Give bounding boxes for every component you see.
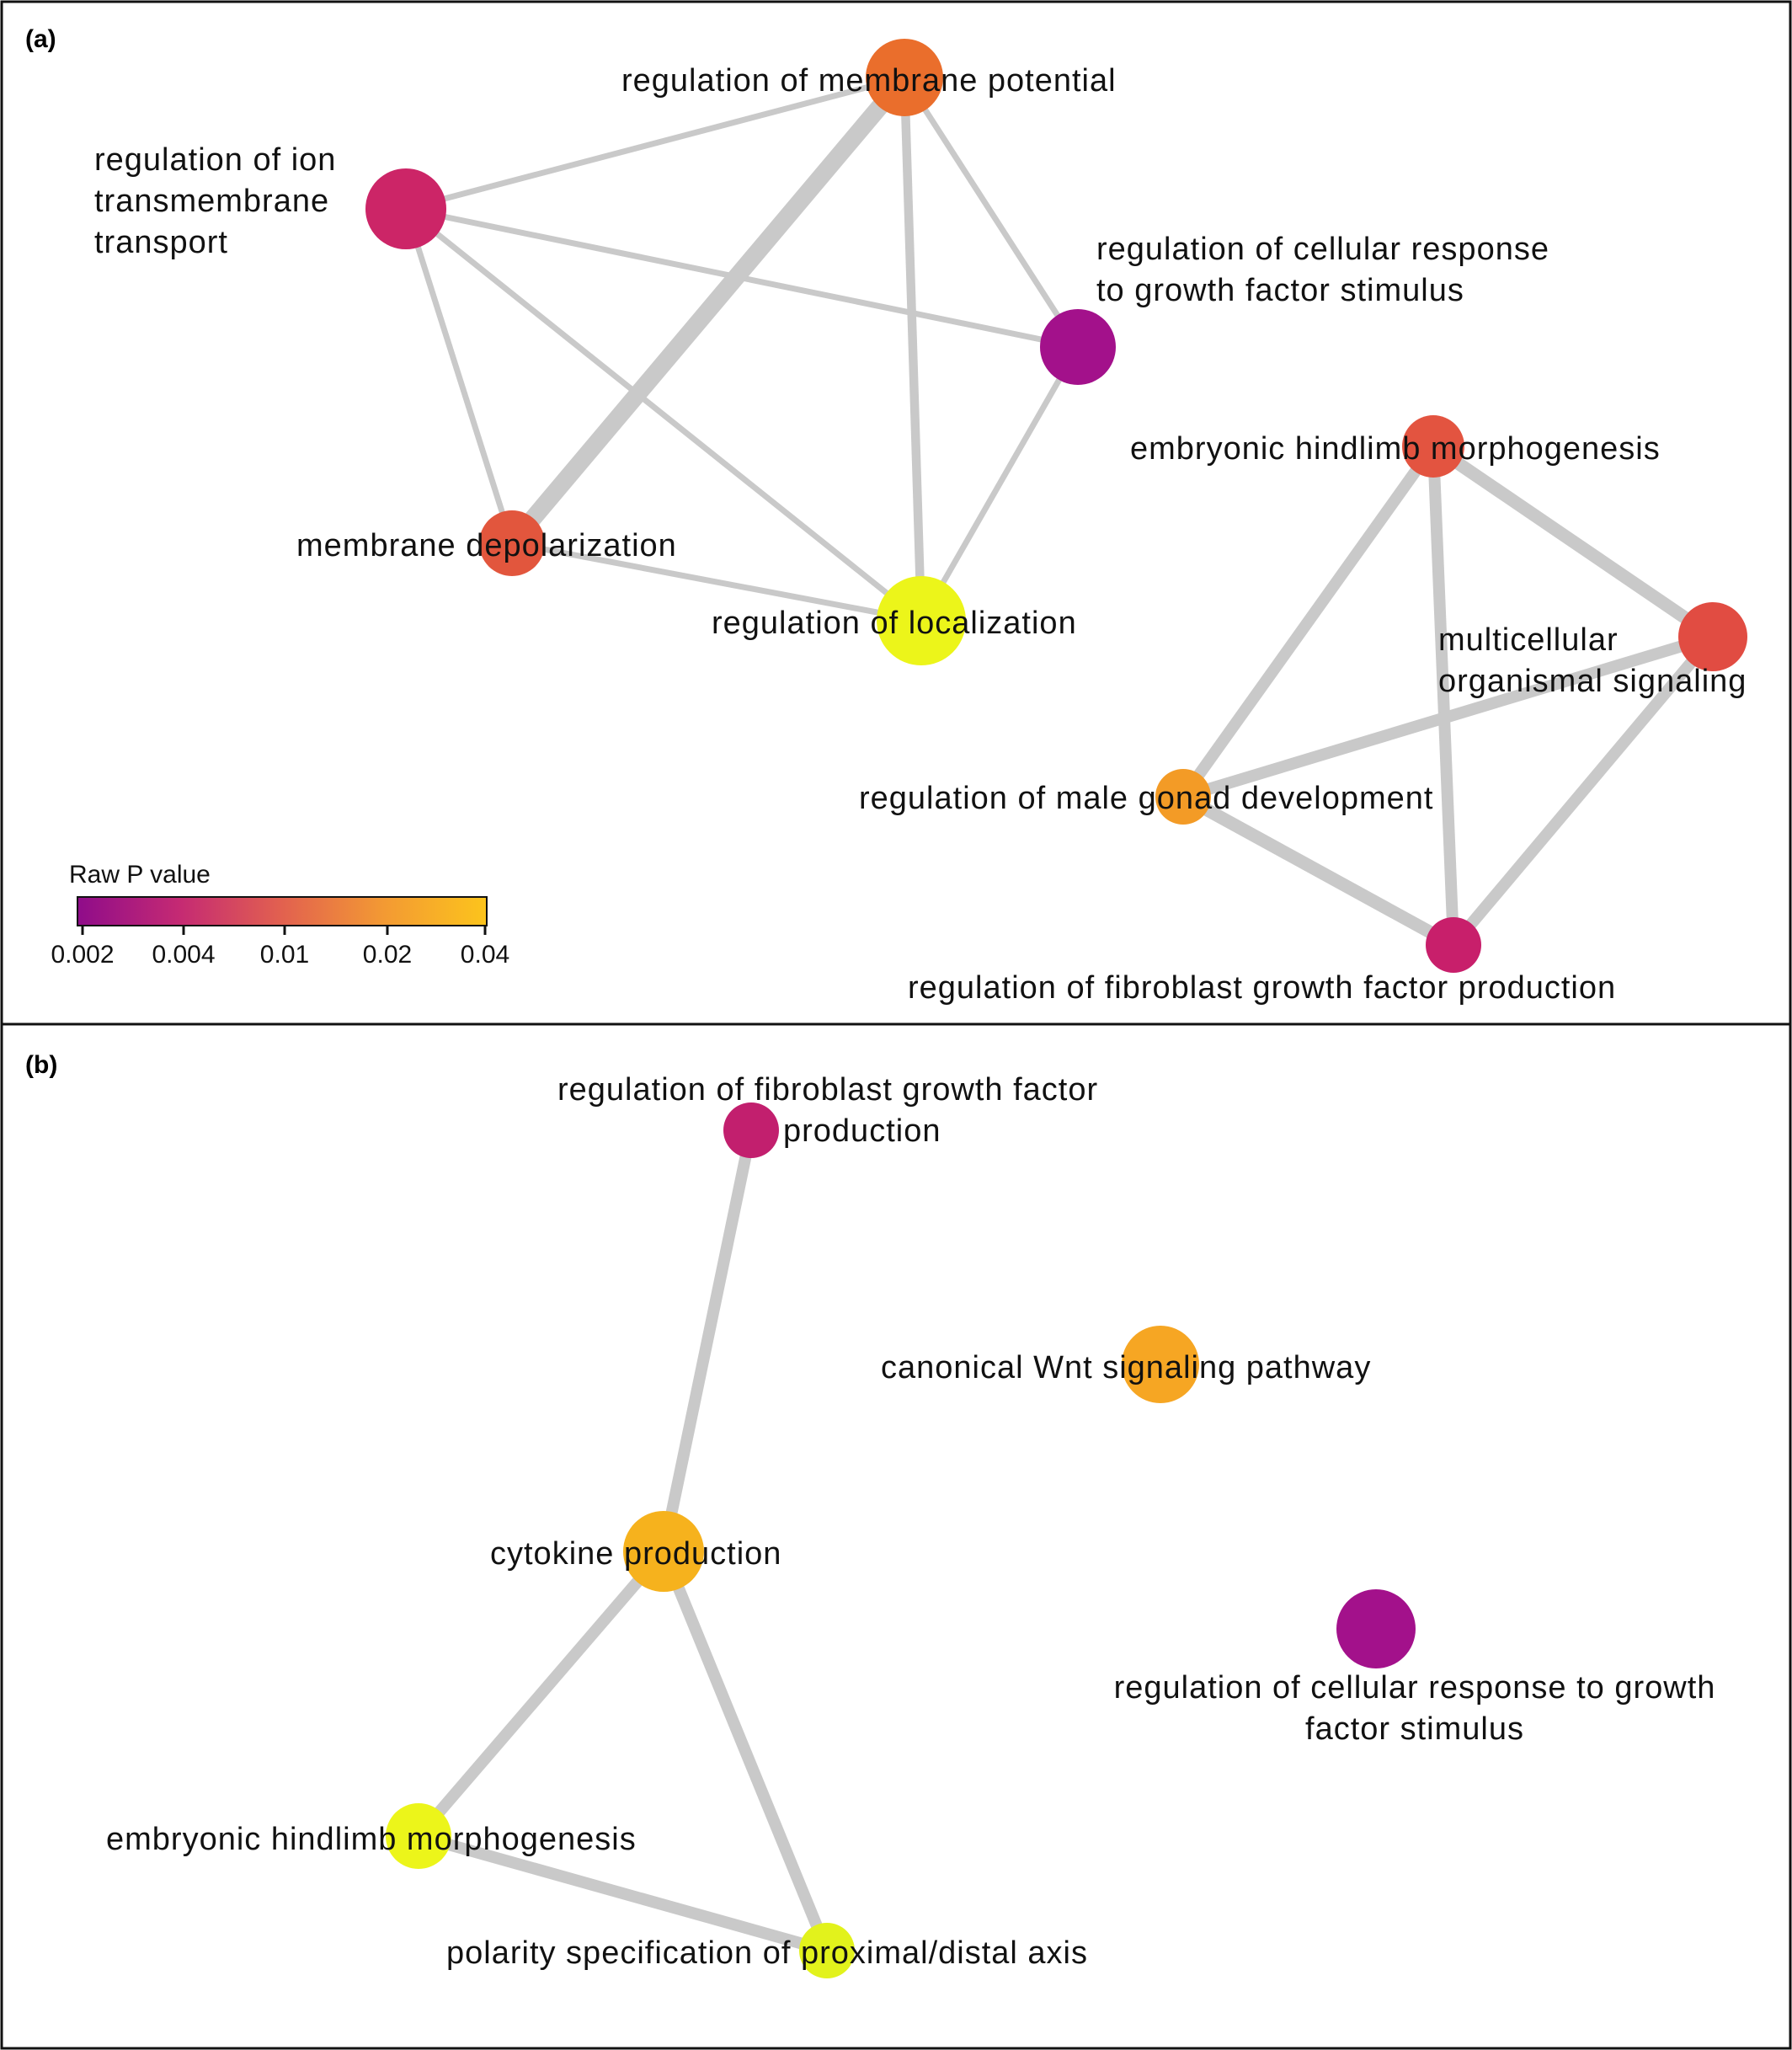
node-label-cyto: cytokine production	[490, 1536, 781, 1572]
node-wnt	[1122, 1326, 1199, 1403]
node-label-hind: embryonic hindlimb morphogenesis	[1130, 431, 1661, 467]
node-multi	[1678, 602, 1747, 671]
edge-hind-male	[1178, 442, 1438, 801]
node-label-multi: multicellular organismal signaling	[1438, 622, 1747, 699]
edge-depol-loc	[511, 540, 922, 624]
panel-b-nodes	[386, 1102, 1416, 1978]
node-cell_resp	[1040, 309, 1116, 385]
node-label-line: organismal signaling	[1438, 664, 1747, 699]
node-label-line: transport	[94, 225, 228, 260]
node-label-hind: embryonic hindlimb morphogenesis	[106, 1822, 637, 1857]
edge-cyto-hind	[413, 1547, 669, 1840]
panel-b-edges	[413, 1129, 833, 1957]
edge-ion-depol	[403, 207, 515, 545]
node-label-line: regulation of localization	[712, 606, 1077, 641]
edge-multi-male	[1181, 631, 1715, 803]
node-label-line: to growth factor stimulus	[1096, 273, 1464, 308]
node-label-line: factor stimulus	[1305, 1711, 1524, 1747]
node-label-fgf: regulation of fibroblast growth factor pr…	[557, 1072, 1098, 1149]
node-mem_pot	[866, 39, 943, 116]
legend-tick-label: 0.002	[51, 941, 114, 969]
node-label-line: embryonic hindlimb morphogenesis	[1130, 431, 1661, 467]
color-legend: Raw P value 0.002 0.004 0.01 0.02 0.04	[51, 861, 509, 969]
legend-tick-label: 0.04	[461, 941, 509, 969]
node-label-line: polarity specification of proximal/dista…	[446, 1935, 1088, 1971]
node-label-cell_resp: regulation of cellular response to growt…	[1114, 1670, 1716, 1747]
edge-hind-fgf	[1427, 446, 1459, 946]
node-ion	[365, 168, 446, 249]
edge-mem_pot-cell_resp	[902, 76, 1080, 349]
edge-cell_resp-loc	[918, 345, 1081, 622]
edge-ion-mem_pot	[405, 74, 905, 212]
edge-fgf-cyto	[658, 1129, 757, 1553]
node-label-line: cytokine production	[490, 1536, 781, 1572]
node-fgf	[723, 1102, 779, 1158]
node-cell_resp	[1336, 1589, 1416, 1668]
panel-a-label: (a)	[25, 25, 56, 53]
node-hind	[386, 1803, 451, 1869]
node-label-line: production	[783, 1113, 941, 1149]
node-label-line: regulation of cellular response to growt…	[1114, 1670, 1716, 1706]
edge-cyto-polar	[658, 1549, 833, 1953]
edge-hind-polar	[417, 1830, 829, 1957]
panel-b-frame	[0, 1022, 1792, 2050]
node-label-ion: regulation of ion transmembrane transport	[94, 142, 336, 260]
legend-ticks: 0.002 0.004 0.01 0.02 0.04	[51, 926, 509, 969]
edge-hind-multi	[1429, 440, 1717, 643]
node-label-line: embryonic hindlimb morphogenesis	[106, 1822, 637, 1857]
edge-mem_pot-depol	[504, 72, 912, 549]
node-male	[1155, 769, 1211, 825]
panel-b-labels: regulation of fibroblast growth factor pr…	[106, 1072, 1715, 1971]
panel-a-labels: regulation of membrane potential regulati…	[94, 63, 1747, 1006]
node-label-line: regulation of ion	[94, 142, 336, 178]
legend-tick-label: 0.02	[363, 941, 412, 969]
node-label-line: regulation of fibroblast growth factor p…	[908, 970, 1616, 1006]
panel-b-label: (b)	[25, 1051, 57, 1079]
node-label-loc: regulation of localization	[712, 606, 1077, 641]
legend-color-bar	[77, 896, 488, 926]
node-label-wnt: canonical Wnt signaling pathway	[881, 1350, 1371, 1385]
node-depol	[479, 510, 545, 576]
node-cyto	[623, 1511, 704, 1592]
node-loc	[877, 576, 966, 665]
edge-ion-loc	[403, 206, 924, 623]
edge-male-fgf	[1180, 791, 1457, 951]
node-label-line: membrane depolarization	[296, 528, 677, 563]
node-label-mem_pot: regulation of membrane potential	[621, 63, 1117, 99]
panel-a: (a) regulation of membrane potentialregu…	[0, 0, 1792, 1026]
node-label-line: regulation of fibroblast growth factor	[557, 1072, 1098, 1108]
node-label-line: multicellular	[1438, 622, 1619, 658]
node-polar	[799, 1923, 855, 1978]
node-hind	[1402, 415, 1464, 478]
node-label-polar: polarity specification of proximal/dista…	[446, 1935, 1088, 1971]
panel-b: (b) regulation of fibroblast growth fact…	[0, 1022, 1792, 2050]
node-label-male: regulation of male gonad development	[859, 781, 1433, 816]
panel-a-edges	[403, 72, 1718, 951]
legend-tick-label: 0.01	[260, 941, 309, 969]
node-label-line: transmembrane	[94, 184, 329, 219]
node-label-cell_resp: regulation of cellular response to growth…	[1096, 232, 1549, 308]
node-label-line: regulation of cellular response	[1096, 232, 1549, 267]
node-label-line: regulation of male gonad development	[859, 781, 1433, 816]
legend-tick-label: 0.004	[152, 941, 215, 969]
legend-title: Raw P value	[69, 861, 211, 889]
panel-a-nodes	[365, 39, 1747, 973]
node-label-line: regulation of membrane potential	[621, 63, 1117, 99]
node-label-line: canonical Wnt signaling pathway	[881, 1350, 1371, 1385]
edge-multi-fgf	[1448, 633, 1718, 949]
edge-mem_pot-loc	[899, 77, 926, 622]
node-label-depol: membrane depolarization	[296, 528, 677, 563]
node-label-fgf: regulation of fibroblast growth factor p…	[908, 970, 1616, 1006]
node-fgf	[1426, 917, 1481, 973]
